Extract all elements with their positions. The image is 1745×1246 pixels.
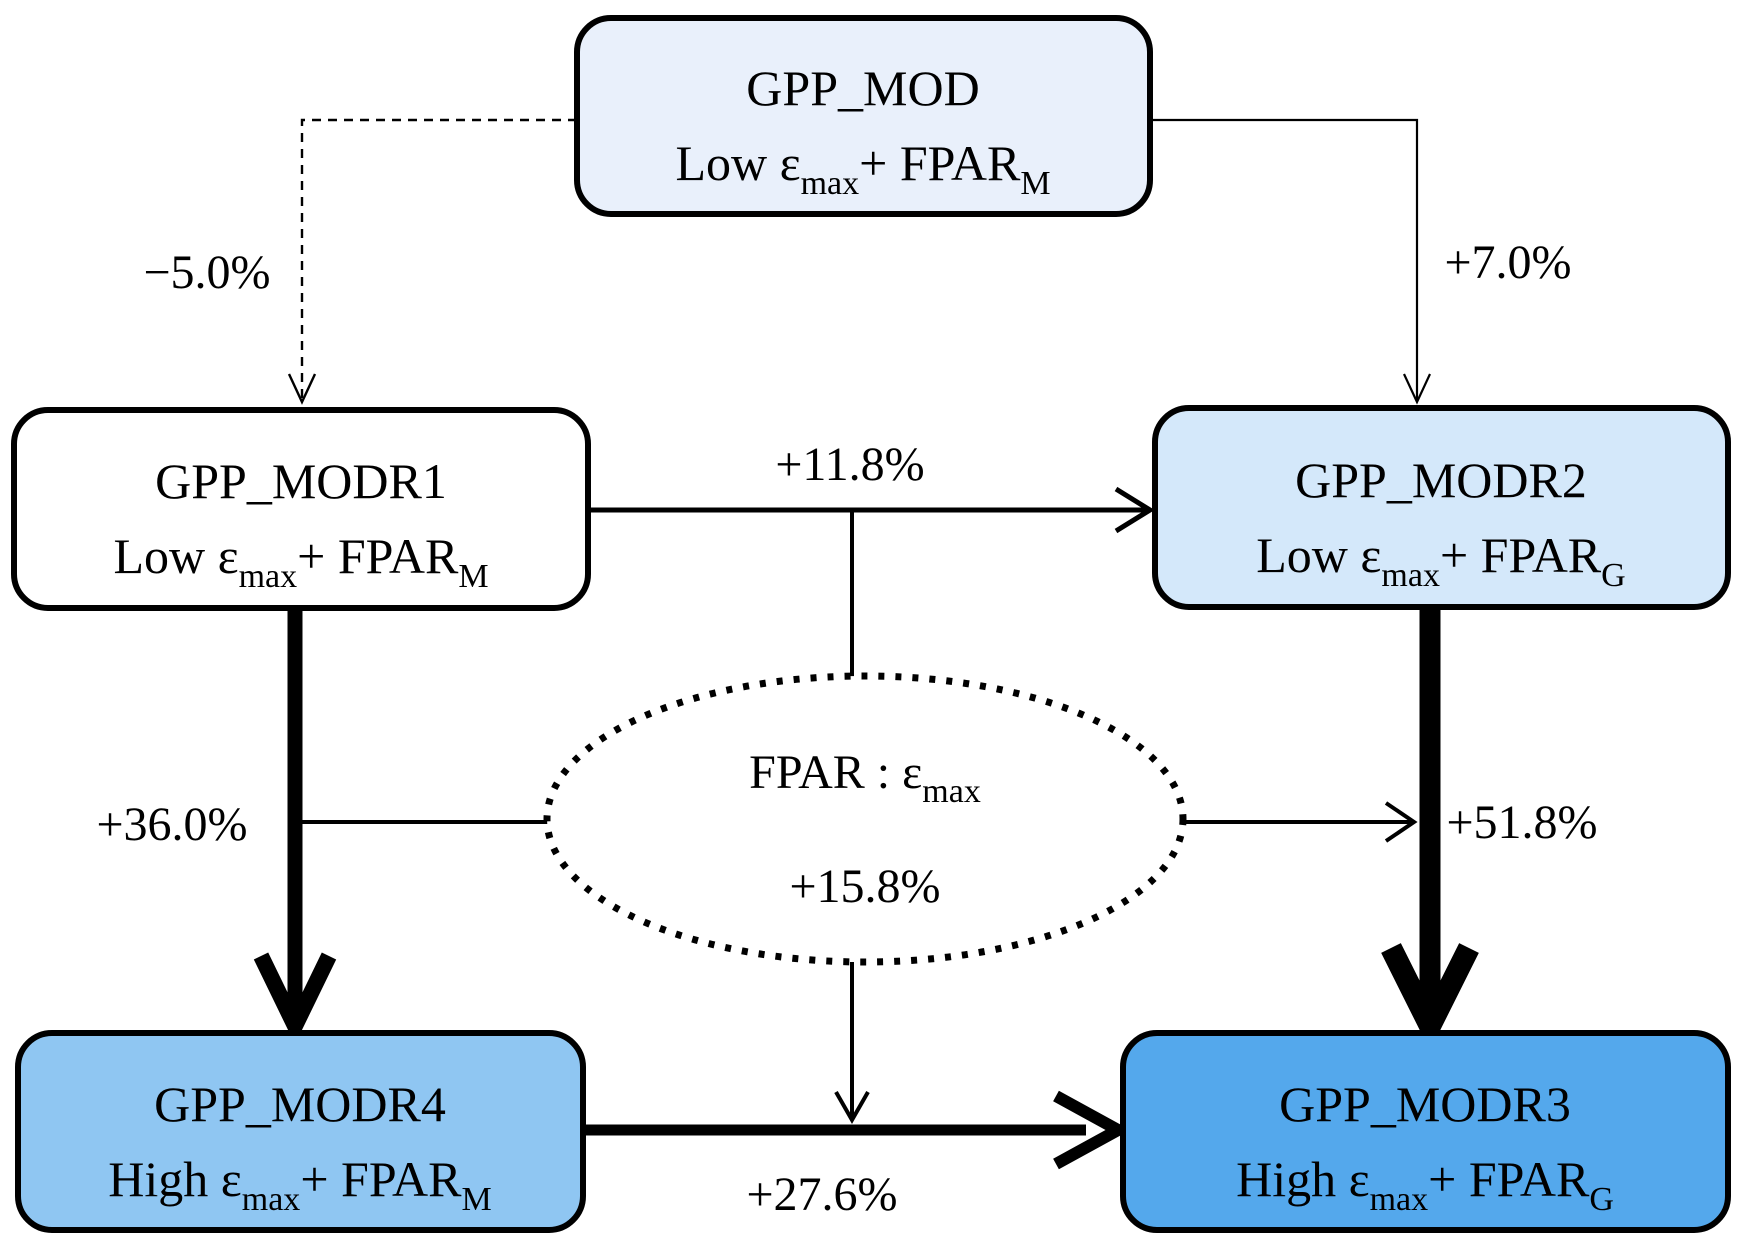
edge-modr4-to-modr3-arrowhead xyxy=(1053,1090,1131,1170)
interaction-label-subscript: max xyxy=(922,773,981,810)
ellipse-connectors xyxy=(296,801,1418,1125)
node-gpp-modr4-desc: High εmax+ FPARM xyxy=(108,1151,491,1218)
edge-mod-to-modr2-arrowhead xyxy=(1403,373,1431,405)
node-gpp-modr3-desc-sub1: max xyxy=(1370,1181,1429,1218)
edge-label-plus-7-0: +7.0% xyxy=(1444,236,1571,289)
node-gpp-modr2-desc-prefix: Low ε xyxy=(1256,527,1381,583)
node-gpp-modr1-desc: Low εmax+ FPARM xyxy=(113,528,488,595)
node-gpp-mod-desc-prefix: Low ε xyxy=(675,135,800,191)
node-gpp-modr2-desc: Low εmax+ FPARG xyxy=(1256,527,1625,594)
node-gpp-modr2-desc-sub2: G xyxy=(1601,557,1626,594)
node-gpp-modr4: GPP_MODR4 High εmax+ FPARM xyxy=(15,1030,586,1233)
edge-modr4-to-modr3: +27.6% xyxy=(583,1090,1131,1221)
node-gpp-modr4-title: GPP_MODR4 xyxy=(154,1076,446,1132)
node-gpp-modr3-desc-mid: + FPAR xyxy=(1428,1151,1590,1207)
node-gpp-modr2: GPP_MODR2 Low εmax+ FPARG xyxy=(1152,405,1731,610)
interaction-label-prefix: FPAR : ε xyxy=(749,746,922,799)
edge-modr2-to-modr3: +51.8% xyxy=(1381,605,1598,1051)
edge-label-plus-36-0: +36.0% xyxy=(96,798,247,851)
node-gpp-modr3-desc-prefix: High ε xyxy=(1236,1151,1370,1207)
edge-label-minus-5-0: −5.0% xyxy=(143,246,270,299)
interaction-ellipse: FPAR : εmax +15.8% xyxy=(543,672,1187,966)
edge-modr1-to-modr4-arrowhead xyxy=(253,952,337,1045)
edge-label-plus-27-6: +27.6% xyxy=(746,1168,897,1221)
edge-mod-to-modr2-line xyxy=(1150,118,1419,400)
edge-mod-to-modr1-arrowhead xyxy=(287,373,317,405)
edge-mod-to-modr1: −5.0% xyxy=(143,118,577,405)
node-gpp-modr3-desc: High εmax+ FPARG xyxy=(1236,1151,1614,1218)
edge-modr1-to-modr2: +11.8% xyxy=(588,438,1155,678)
connector-ellipse-right-arrowhead xyxy=(1384,801,1418,843)
edge-label-plus-51-8: +51.8% xyxy=(1446,796,1597,849)
node-gpp-modr1: GPP_MODR1 Low εmax+ FPARM xyxy=(11,407,591,611)
node-gpp-mod: GPP_MOD Low εmax+ FPARM xyxy=(574,15,1153,217)
node-gpp-modr4-box xyxy=(15,1030,586,1233)
interaction-ellipse-label: FPAR : εmax xyxy=(749,746,981,810)
node-gpp-mod-box xyxy=(574,15,1153,217)
node-gpp-modr1-box xyxy=(11,407,591,611)
edge-modr1-to-modr4: +36.0% xyxy=(96,606,337,1045)
interaction-ellipse-outline xyxy=(543,672,1187,966)
node-gpp-modr4-desc-sub1: max xyxy=(242,1181,301,1218)
node-gpp-modr1-desc-sub2: M xyxy=(458,558,488,595)
node-gpp-mod-desc: Low εmax+ FPARM xyxy=(675,135,1050,202)
node-gpp-modr2-box xyxy=(1152,405,1731,610)
node-gpp-modr3-desc-sub2: G xyxy=(1589,1181,1614,1218)
node-gpp-modr4-desc-sub2: M xyxy=(462,1181,492,1218)
node-gpp-modr2-title: GPP_MODR2 xyxy=(1295,452,1587,508)
interaction-ellipse-value: +15.8% xyxy=(789,860,940,913)
node-gpp-modr3-title: GPP_MODR3 xyxy=(1279,1076,1571,1132)
edge-label-plus-11-8: +11.8% xyxy=(775,438,924,491)
node-gpp-mod-desc-mid: + FPAR xyxy=(859,135,1021,191)
edge-modr2-to-modr3-arrowhead xyxy=(1381,943,1479,1051)
node-gpp-modr1-desc-sub1: max xyxy=(239,558,298,595)
node-gpp-modr1-desc-mid: + FPAR xyxy=(297,528,459,584)
node-gpp-modr4-desc-mid: + FPAR xyxy=(300,1151,462,1207)
edge-modr1-to-modr2-arrowhead xyxy=(1114,486,1155,534)
node-gpp-mod-desc-sub2: M xyxy=(1020,165,1050,202)
node-gpp-modr2-desc-mid: + FPAR xyxy=(1440,527,1602,583)
node-gpp-mod-desc-sub1: max xyxy=(801,165,860,202)
node-gpp-modr1-title: GPP_MODR1 xyxy=(155,453,447,509)
edge-mod-to-modr2: +7.0% xyxy=(1150,118,1572,405)
node-gpp-modr3: GPP_MODR3 High εmax+ FPARG xyxy=(1120,1030,1731,1233)
node-gpp-modr2-desc-sub1: max xyxy=(1381,557,1440,594)
node-gpp-modr4-desc-prefix: High ε xyxy=(108,1151,242,1207)
node-gpp-modr3-box xyxy=(1120,1030,1731,1233)
connector-ellipse-bottom-arrowhead xyxy=(834,1091,870,1125)
node-gpp-modr1-desc-prefix: Low ε xyxy=(113,528,238,584)
edge-mod-to-modr1-line xyxy=(300,118,577,400)
node-gpp-mod-title: GPP_MOD xyxy=(746,60,979,116)
